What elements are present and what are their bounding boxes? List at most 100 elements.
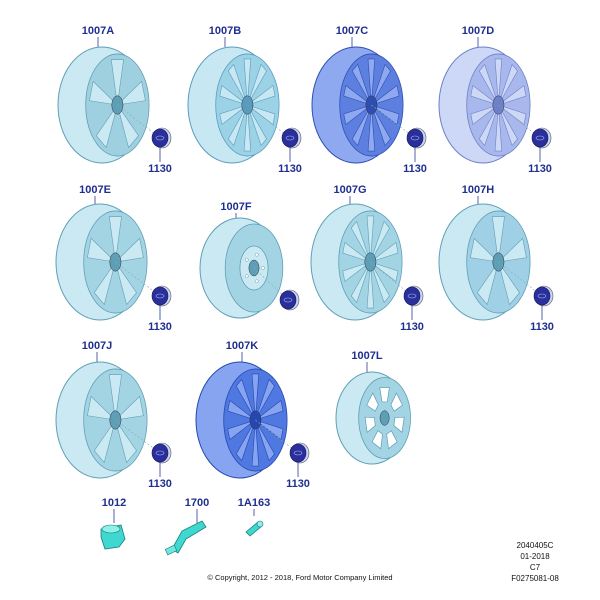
centre-cap-icon — [151, 286, 169, 306]
valve-tip — [256, 520, 264, 528]
wheel-spoke — [255, 399, 284, 421]
wheel-spoke — [108, 216, 122, 263]
centre-cap-icon — [279, 290, 297, 310]
cap-label-1007H: 1130 — [530, 321, 554, 333]
wheel-1007F: 1007F — [199, 201, 300, 319]
wheel-spoke — [343, 84, 372, 106]
wheel-spoke — [343, 104, 372, 126]
centre-cap-icon — [281, 128, 299, 148]
wheel-spoke — [470, 104, 499, 126]
wheel-spoke — [370, 261, 390, 304]
wheel-spoke — [110, 59, 124, 106]
part-label-1700: 1700 — [185, 497, 209, 509]
ford-oval-icon — [407, 293, 417, 299]
sensor-cap — [164, 544, 178, 556]
lug-hole — [261, 266, 265, 270]
wheel-spoke — [114, 237, 144, 263]
wheel-spoke — [342, 241, 371, 263]
wheel-window — [386, 430, 398, 450]
part-label-1007B: 1007B — [209, 25, 241, 37]
centre-cap-icon — [533, 286, 551, 306]
part-label-1007F: 1007F — [220, 201, 251, 213]
valve-stem-1A163: 1A163 — [238, 497, 270, 537]
wheel-1007B: 1007B 1130 — [187, 25, 302, 175]
wheel-spoke — [235, 378, 256, 421]
cap-guide — [255, 419, 299, 454]
wheel-spoke — [366, 215, 375, 263]
wheel-spoke — [115, 261, 137, 306]
cap-label-1007B: 1130 — [278, 163, 302, 175]
ford-oval-icon — [155, 293, 165, 299]
part-label-1007D: 1007D — [462, 25, 494, 37]
wheel-hub — [379, 410, 390, 426]
diagram-code-block: 2040405C 01-2018 C7 F0275081-08 — [505, 541, 565, 583]
wheel-spoke — [370, 261, 399, 283]
cap-guide — [371, 104, 416, 139]
cap-label-1007D: 1130 — [528, 163, 552, 175]
wheel-spoke — [251, 419, 260, 467]
diagram-code: 2040405C — [516, 541, 554, 550]
wheel-spoke — [371, 63, 391, 106]
cap-label-1007G: 1130 — [400, 321, 424, 333]
wheel-window — [366, 392, 379, 412]
wheel-spoke — [498, 63, 518, 106]
part-label-1007A: 1007A — [82, 25, 114, 37]
lug-hole — [254, 279, 259, 284]
centre-cap-icon — [403, 286, 421, 306]
cap-label-1007E: 1130 — [148, 321, 172, 333]
lug-hole — [254, 252, 259, 257]
ford-oval-icon — [285, 135, 295, 141]
wheel-spoke — [371, 104, 391, 147]
cap-guide — [247, 104, 291, 139]
wheel-spoke — [255, 378, 275, 421]
wheel-spoke — [494, 104, 503, 152]
wheel-spoke — [219, 84, 248, 106]
wheel-spoke — [117, 104, 139, 149]
cap-guide — [498, 261, 543, 297]
wheel-spoke — [243, 58, 252, 106]
diagram-version: C7 — [529, 563, 541, 572]
tpms-sensor-icon — [171, 520, 207, 554]
wheel-spoke — [491, 216, 505, 263]
lug-nut-top — [101, 524, 121, 534]
wheel-spoke — [350, 220, 371, 263]
wheel-spoke — [478, 63, 499, 106]
wheel-spoke — [366, 261, 375, 309]
wheel-spoke — [95, 104, 118, 149]
centre-cap-icon — [151, 443, 169, 463]
wheel-spoke — [89, 80, 119, 106]
wheel-spoke — [93, 261, 116, 306]
wheel-spoke — [476, 261, 499, 306]
part-label-1007K: 1007K — [226, 340, 258, 352]
part-label-1012: 1012 — [102, 497, 126, 509]
ford-oval-icon — [155, 450, 165, 456]
wheel-spoke — [498, 104, 518, 147]
ford-oval-icon — [155, 135, 165, 141]
cap-guide — [117, 104, 161, 139]
lug-hole — [244, 257, 249, 262]
wheel-1007L: 1007L — [335, 350, 411, 465]
wheel-spoke — [370, 241, 399, 263]
wheel-window — [393, 416, 405, 433]
cap-label-1007K: 1130 — [286, 478, 310, 490]
wheel-spoke — [227, 419, 256, 441]
wheel-spoke — [108, 374, 122, 421]
ford-oval-icon — [535, 135, 545, 141]
wheel-spoke — [350, 261, 371, 304]
wheel-window — [379, 387, 390, 403]
wheel-spoke — [115, 419, 137, 464]
wheel-spoke — [470, 237, 500, 263]
wheel-spoke — [370, 220, 390, 263]
wheel-spoke — [219, 104, 248, 126]
wheel-spoke — [116, 80, 146, 106]
cap-guide — [115, 261, 161, 297]
wheel-spoke — [255, 419, 275, 462]
centre-cap-icon — [151, 128, 169, 148]
part-label-1007J: 1007J — [82, 340, 113, 352]
cap-guide — [370, 261, 413, 297]
